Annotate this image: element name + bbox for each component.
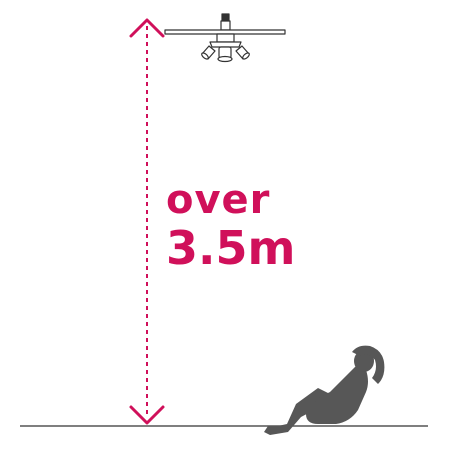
ceiling-fan-light-icon bbox=[164, 13, 286, 63]
height-dimension bbox=[129, 18, 165, 425]
height-label-qualifier: over bbox=[166, 177, 271, 223]
height-label: over 3.5m bbox=[166, 178, 295, 274]
person-doing-situps-icon bbox=[264, 345, 385, 435]
height-label-value: 3.5m bbox=[166, 221, 296, 275]
arrow-down-icon bbox=[129, 405, 165, 425]
arrow-up-icon bbox=[129, 18, 165, 38]
